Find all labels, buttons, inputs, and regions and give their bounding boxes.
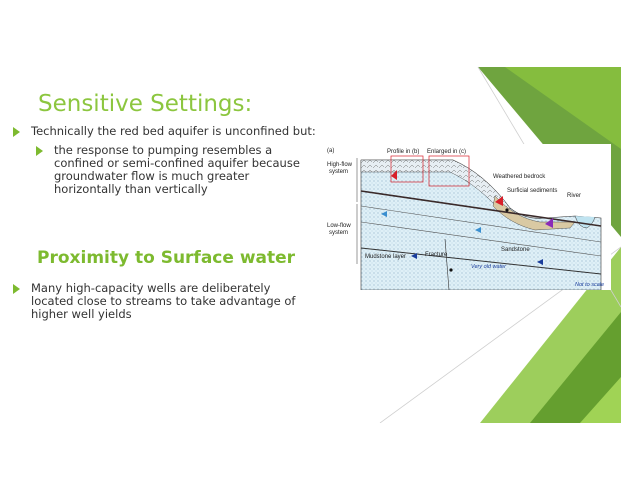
fracture-line bbox=[444, 238, 450, 291]
well-point bbox=[505, 208, 509, 212]
river-label: River bbox=[567, 193, 581, 199]
enlarged-label: Enlarged in (c) bbox=[427, 149, 466, 155]
mudstone-line bbox=[360, 247, 602, 275]
slide-title: Sensitive Settings: bbox=[38, 91, 253, 117]
enlarged-box bbox=[428, 155, 470, 187]
sub-bullet-1-text: the response to pumping resembles a conf… bbox=[54, 143, 300, 196]
deco-triangle-corner bbox=[580, 377, 621, 423]
flow-arrow-icon bbox=[381, 211, 387, 217]
bullet-1-text: Technically the red bed aquifer is uncon… bbox=[31, 124, 316, 138]
bullet-arrow-icon bbox=[13, 127, 20, 137]
bullet-arrow-icon bbox=[13, 284, 20, 294]
high-flow-label: High-flow bbox=[327, 162, 353, 168]
aquifer-diagram: (a) High-flow system Low-flow system Pro… bbox=[325, 144, 611, 291]
bullet-1: Technically the red bed aquifer is uncon… bbox=[13, 125, 333, 138]
flow-arrow-icon bbox=[475, 227, 481, 233]
profile-label: Profile in (b) bbox=[387, 149, 419, 155]
deco-triangle-top-light bbox=[505, 67, 621, 149]
flow-marker bbox=[545, 218, 553, 228]
aquifer-diagram-svg: (a) High-flow system Low-flow system Pro… bbox=[327, 148, 604, 291]
profile-box bbox=[390, 155, 424, 183]
mudstone-label: Mudstone layer bbox=[365, 254, 406, 260]
fracture-label: Fracture bbox=[425, 252, 448, 258]
low-flow-label-2: system bbox=[329, 230, 348, 236]
high-flow-label-2: system bbox=[329, 169, 348, 175]
flow-marker bbox=[495, 196, 503, 206]
flow-marker bbox=[391, 170, 397, 180]
sub-bullet-1: the response to pumping resembles a conf… bbox=[36, 144, 316, 196]
bullet-2: Many high-capacity wells are deliberatel… bbox=[13, 282, 303, 321]
section-heading: Proximity to Surface water bbox=[37, 248, 296, 268]
flow-arrow-icon bbox=[537, 259, 543, 265]
deco-triangle-bottom-dark bbox=[530, 312, 621, 423]
stratum-line bbox=[360, 190, 602, 227]
old-water-label: Very old water bbox=[471, 264, 507, 270]
flow-arrow-icon bbox=[411, 253, 417, 259]
well-point bbox=[449, 268, 453, 272]
low-flow-label: Low-flow bbox=[327, 223, 351, 229]
surficial-sediments bbox=[492, 195, 576, 231]
stratum-line bbox=[360, 221, 602, 257]
bullet-arrow-icon bbox=[36, 146, 43, 156]
bullet-2-text: Many high-capacity wells are deliberatel… bbox=[31, 281, 296, 321]
sandstone-label: Sandstone bbox=[501, 247, 530, 253]
slide: Sensitive Settings: Technically the red … bbox=[0, 57, 621, 423]
stratum-line bbox=[360, 205, 602, 243]
weathered-label: Weathered bedrock bbox=[493, 174, 546, 180]
not-to-scale-label: Not to scale bbox=[575, 282, 604, 288]
surficial-label: Surficial sediments bbox=[507, 188, 557, 194]
panel-label: (a) bbox=[327, 148, 334, 154]
